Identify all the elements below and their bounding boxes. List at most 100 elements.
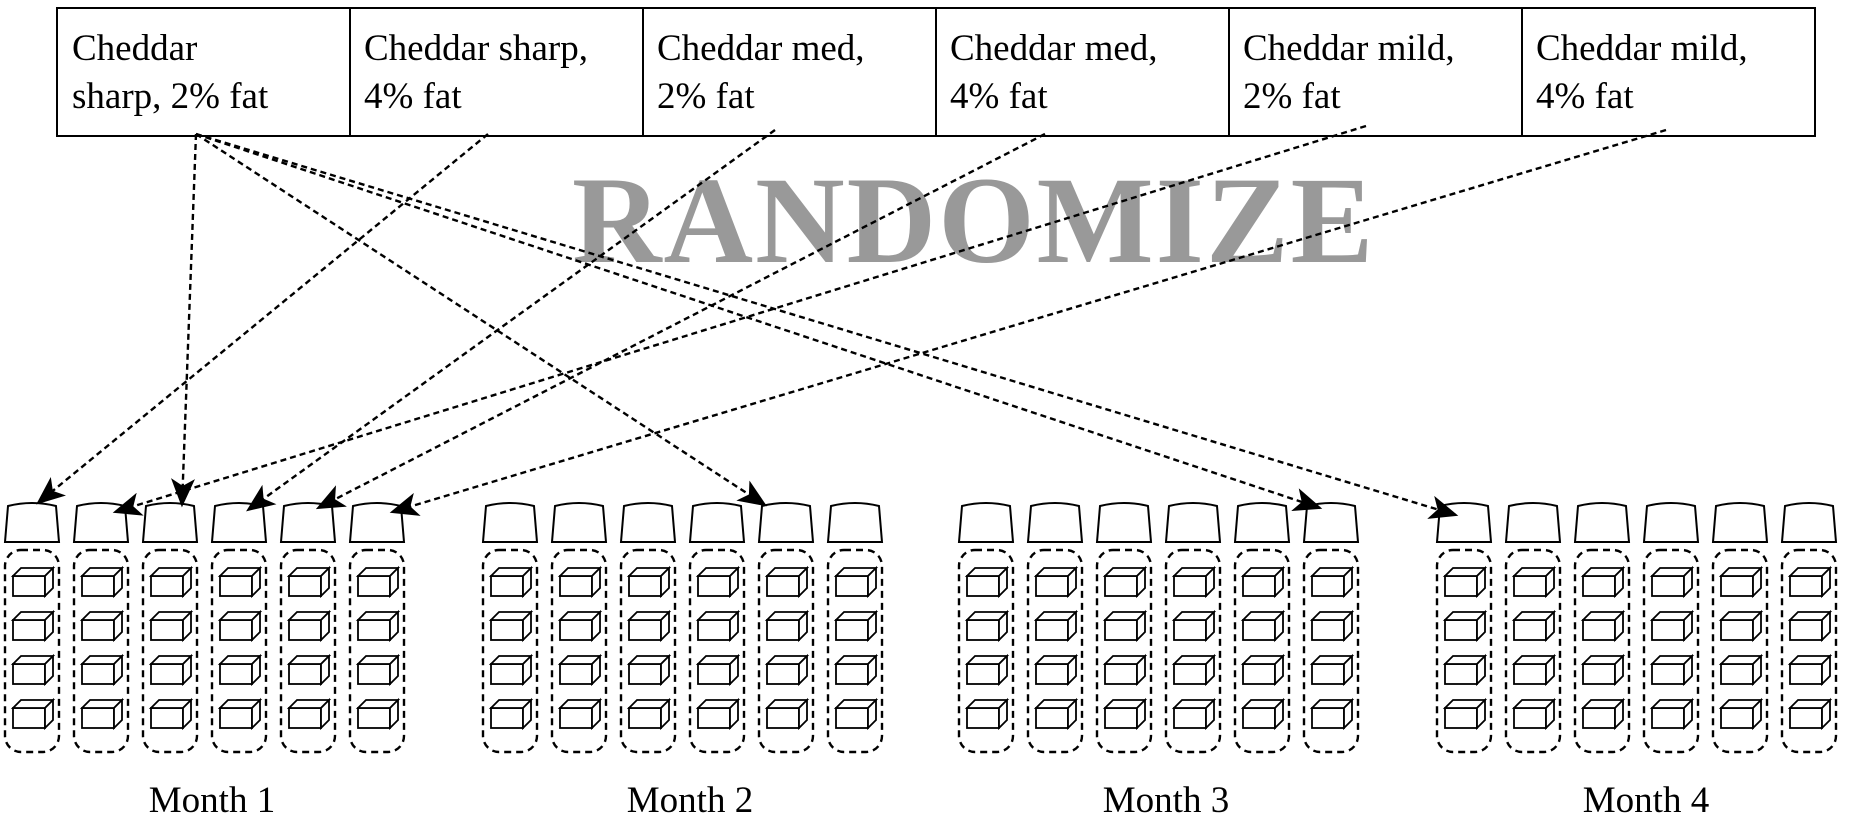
cheese-tray: [279, 502, 337, 754]
tray-outline: [141, 548, 199, 754]
tray-outline: [348, 548, 406, 754]
treatment-cell: Cheddar sharp, 2% fat: [56, 7, 351, 137]
tray-lid: [1164, 502, 1222, 543]
sample-blocks: [695, 565, 741, 731]
tray-lid: [1302, 502, 1360, 543]
tray-lid: [1435, 502, 1493, 543]
cheese-tray: [1642, 502, 1700, 754]
tray-outline: [3, 548, 61, 754]
month-groups: [3, 502, 1838, 754]
cheese-tray: [1504, 502, 1562, 754]
cheese-tray: [1095, 502, 1153, 754]
tray-outline: [957, 548, 1015, 754]
tray-lid: [141, 502, 199, 543]
sample-blocks: [1718, 565, 1764, 731]
tray-lid: [1095, 502, 1153, 543]
cheese-tray: [1711, 502, 1769, 754]
assignment-arrow: [112, 124, 1367, 516]
sample-blocks: [1787, 565, 1833, 731]
tray-lid: [3, 502, 61, 543]
tray-lid: [619, 502, 677, 543]
assignment-arrow: [315, 132, 1046, 510]
tray-lid: [1233, 502, 1291, 543]
treatment-label-line1: Cheddar med,: [950, 28, 1158, 69]
cheese-tray: [1302, 502, 1360, 754]
tray-outline: [1095, 548, 1153, 754]
month-group: [481, 502, 884, 754]
cheese-tray: [1026, 502, 1084, 754]
cheese-tray: [1164, 502, 1222, 754]
assignment-arrow: [36, 133, 489, 505]
tray-lid: [826, 502, 884, 543]
cheese-tray: [1780, 502, 1838, 754]
month-group: [3, 502, 406, 754]
randomization-arrows: [36, 124, 1667, 519]
tray-outline: [1302, 548, 1360, 754]
cheese-tray: [957, 502, 1015, 754]
assignment-arrow: [389, 128, 1667, 516]
treatment-label-line2: sharp, 2% fat: [72, 76, 269, 117]
treatment-header: Cheddar sharp, 2% fat Cheddar sharp, 4% …: [56, 7, 1816, 137]
cheese-tray: [1435, 502, 1493, 754]
tray-lid: [279, 502, 337, 543]
sample-blocks: [79, 565, 125, 731]
tray-outline: [1233, 548, 1291, 754]
month-group: [957, 502, 1360, 754]
sample-blocks: [1240, 565, 1286, 731]
treatment-label-line1: Cheddar med,: [657, 28, 865, 69]
tray-lid: [757, 502, 815, 543]
tray-outline: [481, 548, 539, 754]
treatment-label-line1: Cheddar: [72, 28, 197, 69]
assignment-arrow: [195, 132, 1323, 512]
treatment-cell: Cheddar mild, 4% fat: [1521, 7, 1816, 137]
sample-blocks: [626, 565, 672, 731]
sample-blocks: [217, 565, 263, 731]
month-label: Month 4: [1583, 780, 1709, 821]
tray-lid: [688, 502, 746, 543]
tray-lid: [1780, 502, 1838, 543]
tray-outline: [619, 548, 677, 754]
sample-blocks: [10, 565, 56, 731]
sample-blocks: [964, 565, 1010, 731]
tray-lid: [210, 502, 268, 543]
cheese-tray: [1573, 502, 1631, 754]
sample-blocks: [1033, 565, 1079, 731]
tray-lid: [957, 502, 1015, 543]
tray-outline: [1780, 548, 1838, 754]
cheese-tray: [550, 502, 608, 754]
cheese-tray: [72, 502, 130, 754]
treatment-label-line2: 4% fat: [364, 76, 462, 117]
randomize-label: RANDOMIZE: [572, 152, 1375, 289]
sample-blocks: [1102, 565, 1148, 731]
tray-lid: [348, 502, 406, 543]
tray-outline: [826, 548, 884, 754]
sample-blocks: [557, 565, 603, 731]
cheese-tray: [210, 502, 268, 754]
sample-blocks: [1442, 565, 1488, 731]
tray-outline: [279, 548, 337, 754]
sample-blocks: [833, 565, 879, 731]
tray-outline: [1504, 548, 1562, 754]
tray-outline: [550, 548, 608, 754]
month-label: Month 3: [1103, 780, 1229, 821]
treatment-label-line1: Cheddar mild,: [1243, 28, 1455, 69]
assignment-arrow: [246, 129, 776, 512]
tray-outline: [1711, 548, 1769, 754]
tray-outline: [1573, 548, 1631, 754]
treatment-label-line1: Cheddar sharp,: [364, 28, 588, 69]
cheese-tray: [1233, 502, 1291, 754]
tray-lid: [1573, 502, 1631, 543]
tray-outline: [757, 548, 815, 754]
sample-blocks: [1580, 565, 1626, 731]
assignment-arrow: [171, 133, 198, 508]
tray-lid: [481, 502, 539, 543]
assignment-arrow: [195, 132, 768, 507]
treatment-cell: Cheddar mild, 2% fat: [1228, 7, 1523, 137]
tray-lid: [1504, 502, 1562, 543]
month-group: [1435, 502, 1838, 754]
tray-outline: [1642, 548, 1700, 754]
cheese-tray: [688, 502, 746, 754]
sample-blocks: [1309, 565, 1355, 731]
tray-outline: [72, 548, 130, 754]
